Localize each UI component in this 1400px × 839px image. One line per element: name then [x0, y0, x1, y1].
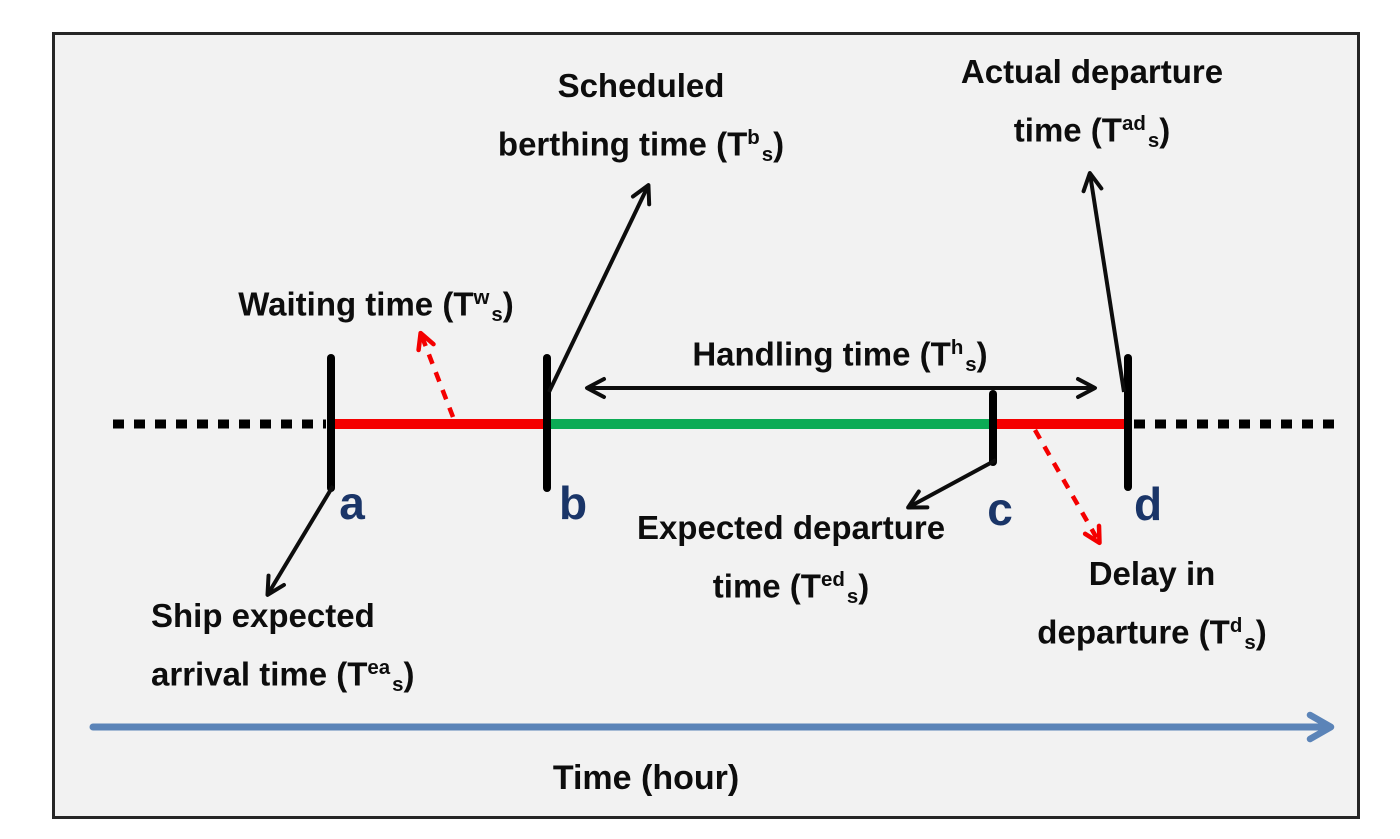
superscript: d: [1229, 614, 1243, 637]
superscript: ed: [820, 568, 845, 591]
label-line: Ship expected: [151, 590, 415, 642]
label-actual-departure-time: Actual departure time (Tads): [961, 46, 1223, 167]
label-text: ): [773, 125, 785, 163]
label-text: ): [976, 335, 988, 373]
label-line: Handling time (Ths): [692, 322, 987, 391]
marker-letter-a: a: [339, 477, 365, 529]
label-line: Delay in: [1037, 548, 1266, 600]
superscript: ea: [367, 656, 391, 679]
label-text: arrival time (T: [151, 655, 368, 693]
arrow-delay-departure-pointer: [1033, 428, 1102, 546]
arrow-waiting-time-pointer: [416, 330, 456, 418]
superscript: h: [950, 336, 964, 359]
subscript: s: [761, 143, 774, 167]
label-text: berthing time (T: [497, 125, 748, 163]
label-text: time (T: [712, 567, 821, 605]
marker-letter-d: d: [1133, 478, 1163, 530]
subscript: s: [1244, 631, 1256, 655]
subscript: s: [491, 303, 503, 327]
marker-letter-b: b: [558, 477, 588, 529]
label-text: Handling time (T: [692, 335, 951, 373]
label-expected-departure-time: Expected departure time (Teds): [637, 502, 945, 623]
label-time-axis: Time (hour): [553, 752, 739, 804]
label-text: Expected departure: [636, 509, 946, 546]
label-ship-expected-arrival: Ship expected arrival time (Teas): [151, 590, 415, 711]
label-text: ): [1255, 613, 1267, 651]
superscript: ad: [1121, 112, 1146, 135]
arrow-to-ship-arrival-label: [265, 484, 335, 597]
label-line: time (Tads): [961, 98, 1223, 167]
label-line: Actual departure: [961, 46, 1223, 98]
label-line: Scheduled: [498, 60, 784, 112]
label-text: Ship expected: [151, 597, 375, 634]
label-line: Waiting time (Tws): [238, 272, 514, 341]
label-text: Scheduled: [557, 67, 725, 104]
label-line: departure (Tds): [1037, 600, 1266, 669]
label-delay-in-departure: Delay in departure (Tds): [1037, 548, 1266, 669]
label-text: Actual departure: [960, 53, 1224, 90]
label-text: Waiting time (T: [238, 285, 474, 323]
subscript: s: [1147, 129, 1160, 153]
label-text: time (T: [1013, 111, 1122, 149]
label-text: ): [1159, 111, 1171, 149]
label-text: ): [403, 655, 415, 693]
subscript: s: [965, 353, 977, 377]
label-text: Delay in: [1088, 555, 1216, 592]
superscript: w: [473, 286, 490, 309]
label-line: time (Teds): [637, 554, 945, 623]
label-line: Expected departure: [637, 502, 945, 554]
label-line: berthing time (Tbs): [498, 112, 784, 181]
label-text: ): [502, 285, 514, 323]
superscript: b: [747, 126, 760, 149]
label-text: departure (T: [1037, 613, 1230, 651]
label-waiting-time: Waiting time (Tws): [238, 272, 514, 341]
subscript: s: [846, 585, 859, 609]
label-scheduled-berthing-time: Scheduled berthing time (Tbs): [498, 60, 784, 181]
marker-letter-c: c: [987, 483, 1013, 535]
arrow-to-scheduled-berthing-label: [547, 183, 652, 393]
label-text: Time (hour): [552, 759, 740, 797]
subscript: s: [392, 673, 404, 697]
arrow-to-expected-departure-label: [906, 458, 997, 510]
arrow-to-actual-departure-label: [1081, 171, 1126, 393]
label-text: ): [858, 567, 870, 605]
label-line: Time (hour): [553, 752, 739, 804]
label-line: arrival time (Teas): [151, 642, 415, 711]
label-handling-time: Handling time (Ths): [692, 322, 987, 391]
